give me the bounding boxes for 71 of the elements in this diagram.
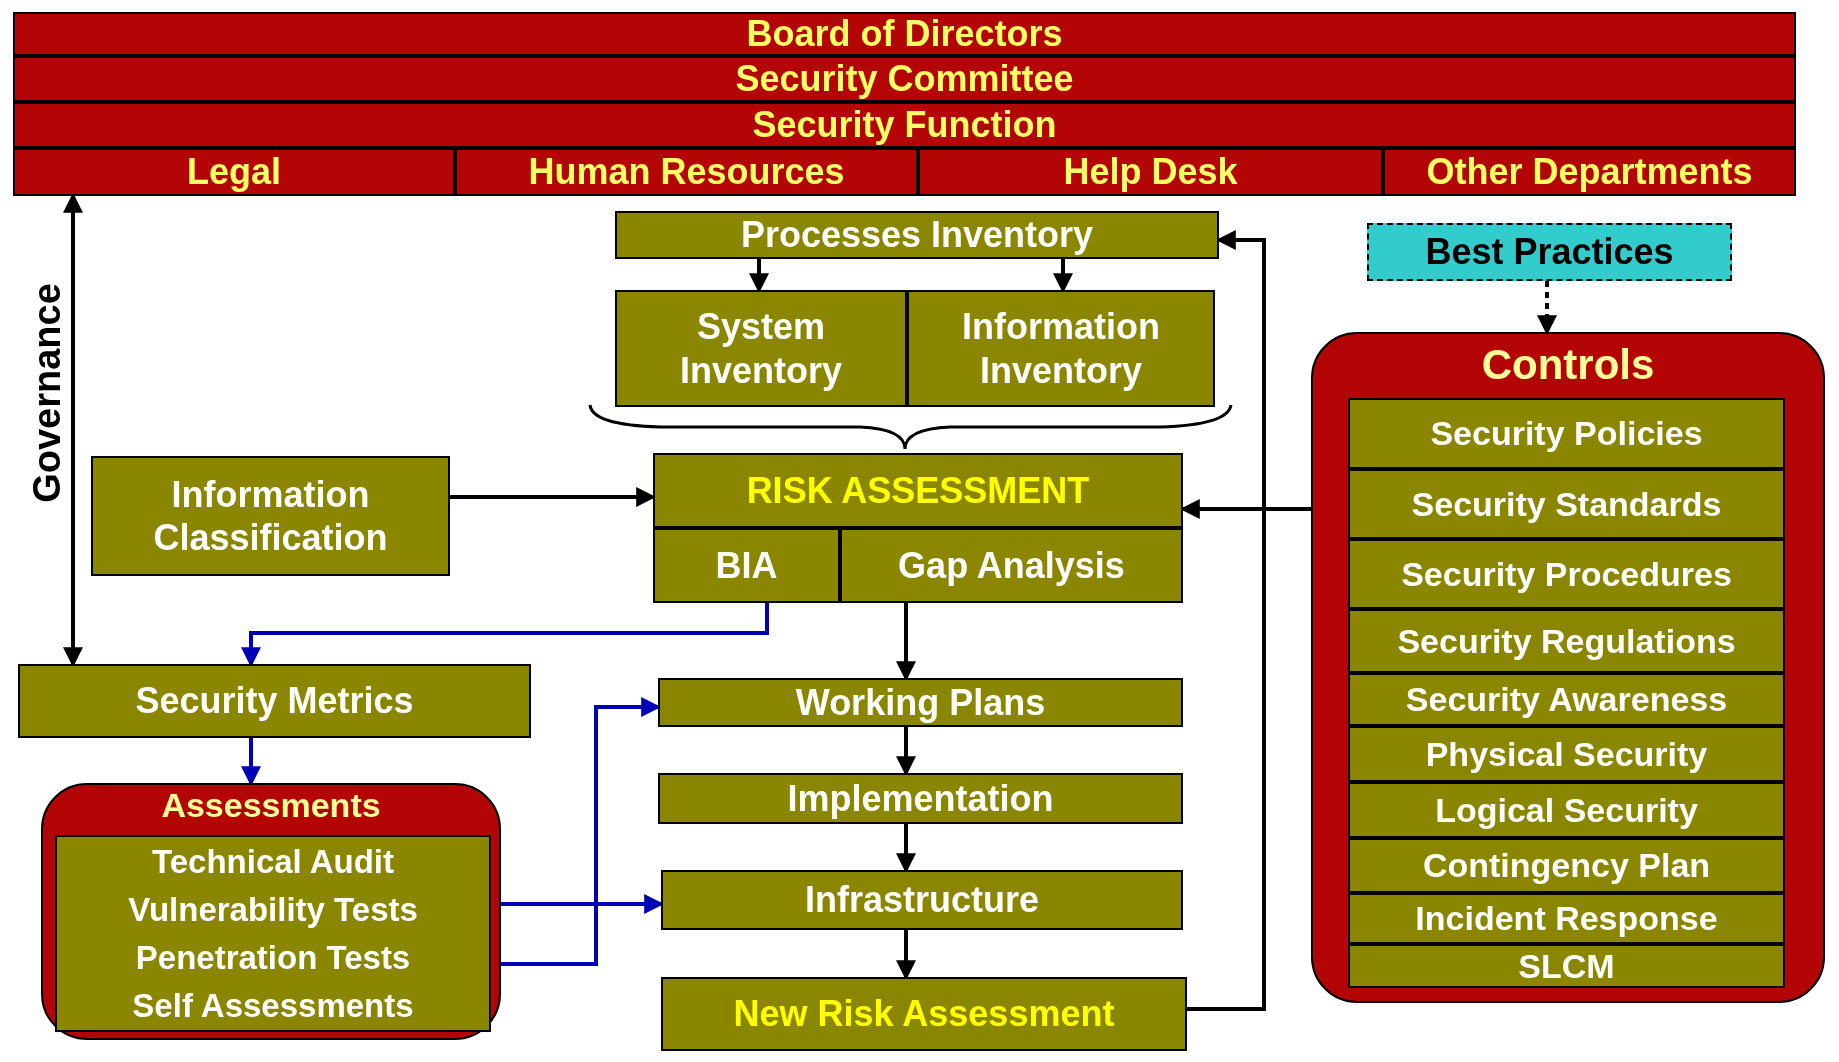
box-label: Security Metrics	[134, 679, 415, 723]
box-label: Technical Audit	[151, 841, 395, 882]
box-label: System Inventory	[678, 305, 843, 392]
process-box	[658, 678, 1183, 727]
process-box	[661, 977, 1187, 1051]
box-label: New Risk Assessment	[732, 992, 1116, 1036]
assessment-list-box	[55, 835, 491, 1032]
box-label: Physical Security	[1424, 733, 1709, 775]
group-heading: Controls	[1480, 340, 1656, 390]
edge-label: Governance	[25, 283, 69, 503]
group-container	[41, 783, 501, 1040]
header-band	[13, 102, 1796, 148]
box-label: BIA	[714, 543, 779, 588]
box-label: Security Committee	[734, 57, 1075, 101]
process-box	[840, 528, 1183, 603]
box-label: Information Inventory	[961, 305, 1161, 392]
process-box	[653, 528, 840, 603]
control-box	[1348, 539, 1785, 609]
control-box	[1348, 609, 1785, 673]
control-box	[1348, 469, 1785, 539]
box-label: Best Practices	[1424, 230, 1675, 274]
box-label: Security Awareness	[1404, 679, 1729, 720]
box-label: Working Plans	[794, 680, 1047, 725]
control-box	[1348, 398, 1785, 469]
header-band	[13, 12, 1796, 56]
box-label: Vulnerability Tests	[127, 889, 419, 930]
header-band	[918, 148, 1383, 196]
box-label: Security Policies	[1429, 413, 1704, 454]
header-band	[13, 56, 1796, 102]
box-label: Gap Analysis	[897, 543, 1126, 588]
box-label: Logical Security	[1434, 789, 1699, 831]
box-label: Information Classification	[152, 472, 389, 560]
box-label: Security Regulations	[1396, 620, 1737, 662]
process-box	[661, 870, 1183, 930]
note-box	[1367, 223, 1732, 281]
box-label: Security Function	[751, 103, 1058, 147]
header-band	[1383, 148, 1796, 196]
box-label: Penetration Tests	[134, 937, 412, 978]
process-box	[18, 664, 531, 738]
control-box	[1348, 726, 1785, 782]
box-label: Contingency Plan	[1421, 845, 1712, 886]
box-label: Board of Directors	[745, 12, 1064, 56]
box-label: Incident Response	[1414, 898, 1719, 939]
control-box	[1348, 893, 1785, 944]
process-box	[91, 456, 450, 576]
box-label: Security Procedures	[1400, 553, 1733, 595]
arrow	[1187, 230, 1266, 1011]
group-container	[1311, 332, 1825, 1003]
box-label: Human Resources	[527, 150, 846, 194]
box-label: Help Desk	[1062, 150, 1239, 194]
header-band	[13, 148, 455, 196]
box-label: Security Standards	[1410, 483, 1723, 525]
header-band	[455, 148, 918, 196]
process-box	[615, 211, 1219, 259]
group-heading: Assessments	[160, 785, 382, 826]
process-box	[653, 453, 1183, 528]
process-box	[615, 290, 907, 407]
control-box	[1348, 944, 1785, 988]
box-label: Infrastructure	[803, 878, 1041, 922]
box-label: RISK ASSESSMENT	[745, 468, 1091, 513]
control-box	[1348, 782, 1785, 838]
box-label: Legal	[186, 150, 282, 194]
control-box	[1348, 673, 1785, 726]
process-box	[907, 290, 1215, 407]
process-box	[658, 773, 1183, 824]
control-box	[1348, 838, 1785, 893]
box-label: SLCM	[1517, 945, 1616, 987]
box-label: Other Departments	[1425, 150, 1754, 194]
box-label: Implementation	[786, 776, 1055, 821]
box-label: Processes Inventory	[739, 213, 1095, 257]
box-label: Self Assessments	[131, 985, 415, 1026]
